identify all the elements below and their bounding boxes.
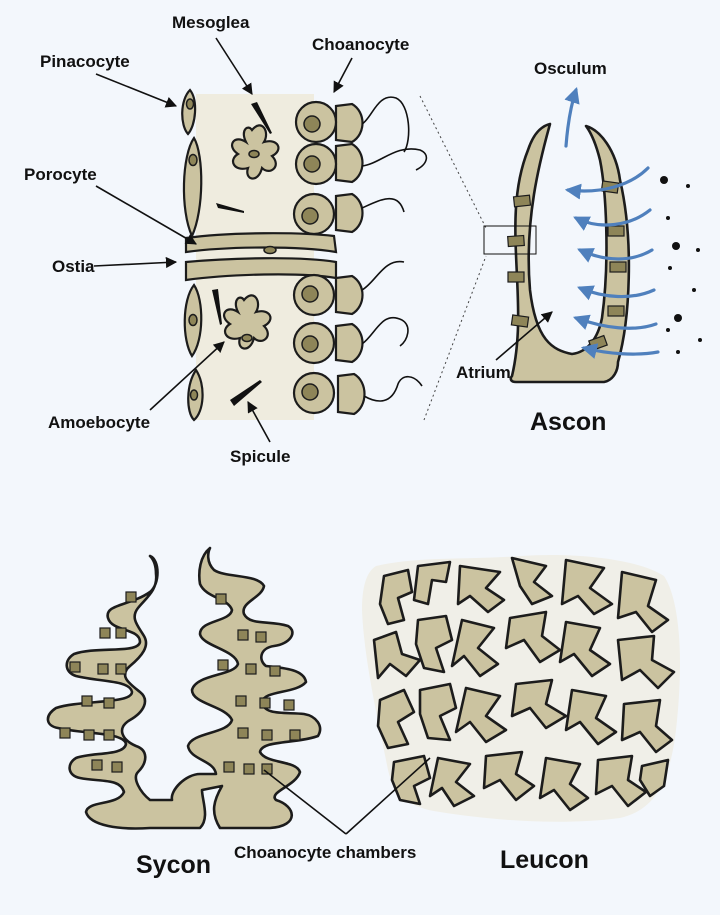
spicule-mark [251, 102, 272, 134]
spicule-mark [230, 380, 262, 406]
label-osculum: Osculum [534, 59, 607, 78]
title-leucon: Leucon [500, 846, 589, 874]
amoebocyte-cells [223, 124, 280, 350]
spicules [212, 102, 272, 406]
water-flow-arrows [564, 86, 660, 359]
choanocyte-cells [292, 96, 428, 416]
label-pinacocyte: Pinacocyte [40, 52, 130, 71]
label-spicule: Spicule [230, 447, 290, 466]
label-ostia: Ostia [52, 257, 95, 276]
cell-layer-closeup [181, 88, 487, 422]
ascon-wall-pores [507, 180, 627, 352]
choanocyte-pointer [333, 57, 353, 93]
mesoglea-pointer [215, 37, 253, 95]
label-amoebocyte: Amoebocyte [48, 413, 150, 432]
choanocyte [292, 317, 409, 365]
choanocyte [292, 260, 405, 317]
spicule-mark [216, 203, 244, 213]
choanocyte [294, 96, 410, 153]
food-particles [660, 176, 702, 354]
sycon-wall-pores [59, 591, 301, 775]
choanocyte [292, 192, 405, 236]
leucon-diagram [362, 554, 680, 822]
label-atrium: Atrium [456, 363, 511, 382]
label-choanocyte-chambers: Choanocyte chambers [234, 843, 416, 862]
zoom-guide-line [419, 95, 487, 229]
label-porocyte: Porocyte [24, 165, 97, 184]
pinacocyte-pointer [95, 73, 178, 108]
choanocyte [292, 371, 423, 416]
label-mesoglea: Mesoglea [172, 13, 250, 32]
porocyte-pointer [95, 185, 197, 245]
label-choanocyte: Choanocyte [312, 35, 409, 54]
spicule-pointer [247, 401, 271, 443]
leucon-channel-fragments [372, 556, 676, 812]
title-sycon: Sycon [136, 851, 211, 879]
amoebocyte-pointer [149, 341, 225, 411]
ascon-diagram [483, 86, 702, 384]
chambers-pointer-leucon [345, 757, 431, 835]
chambers-pointer-sycon [263, 769, 347, 835]
ostia-pointer [93, 256, 178, 269]
spicule-mark [212, 289, 222, 325]
choanocyte [294, 142, 428, 186]
zoom-guide-line [423, 255, 487, 421]
title-ascon: Ascon [530, 408, 606, 436]
atrium-pointer [495, 311, 553, 361]
pinacocyte-cells [181, 88, 204, 422]
sycon-diagram [46, 546, 322, 830]
zoom-region-box [483, 225, 537, 255]
